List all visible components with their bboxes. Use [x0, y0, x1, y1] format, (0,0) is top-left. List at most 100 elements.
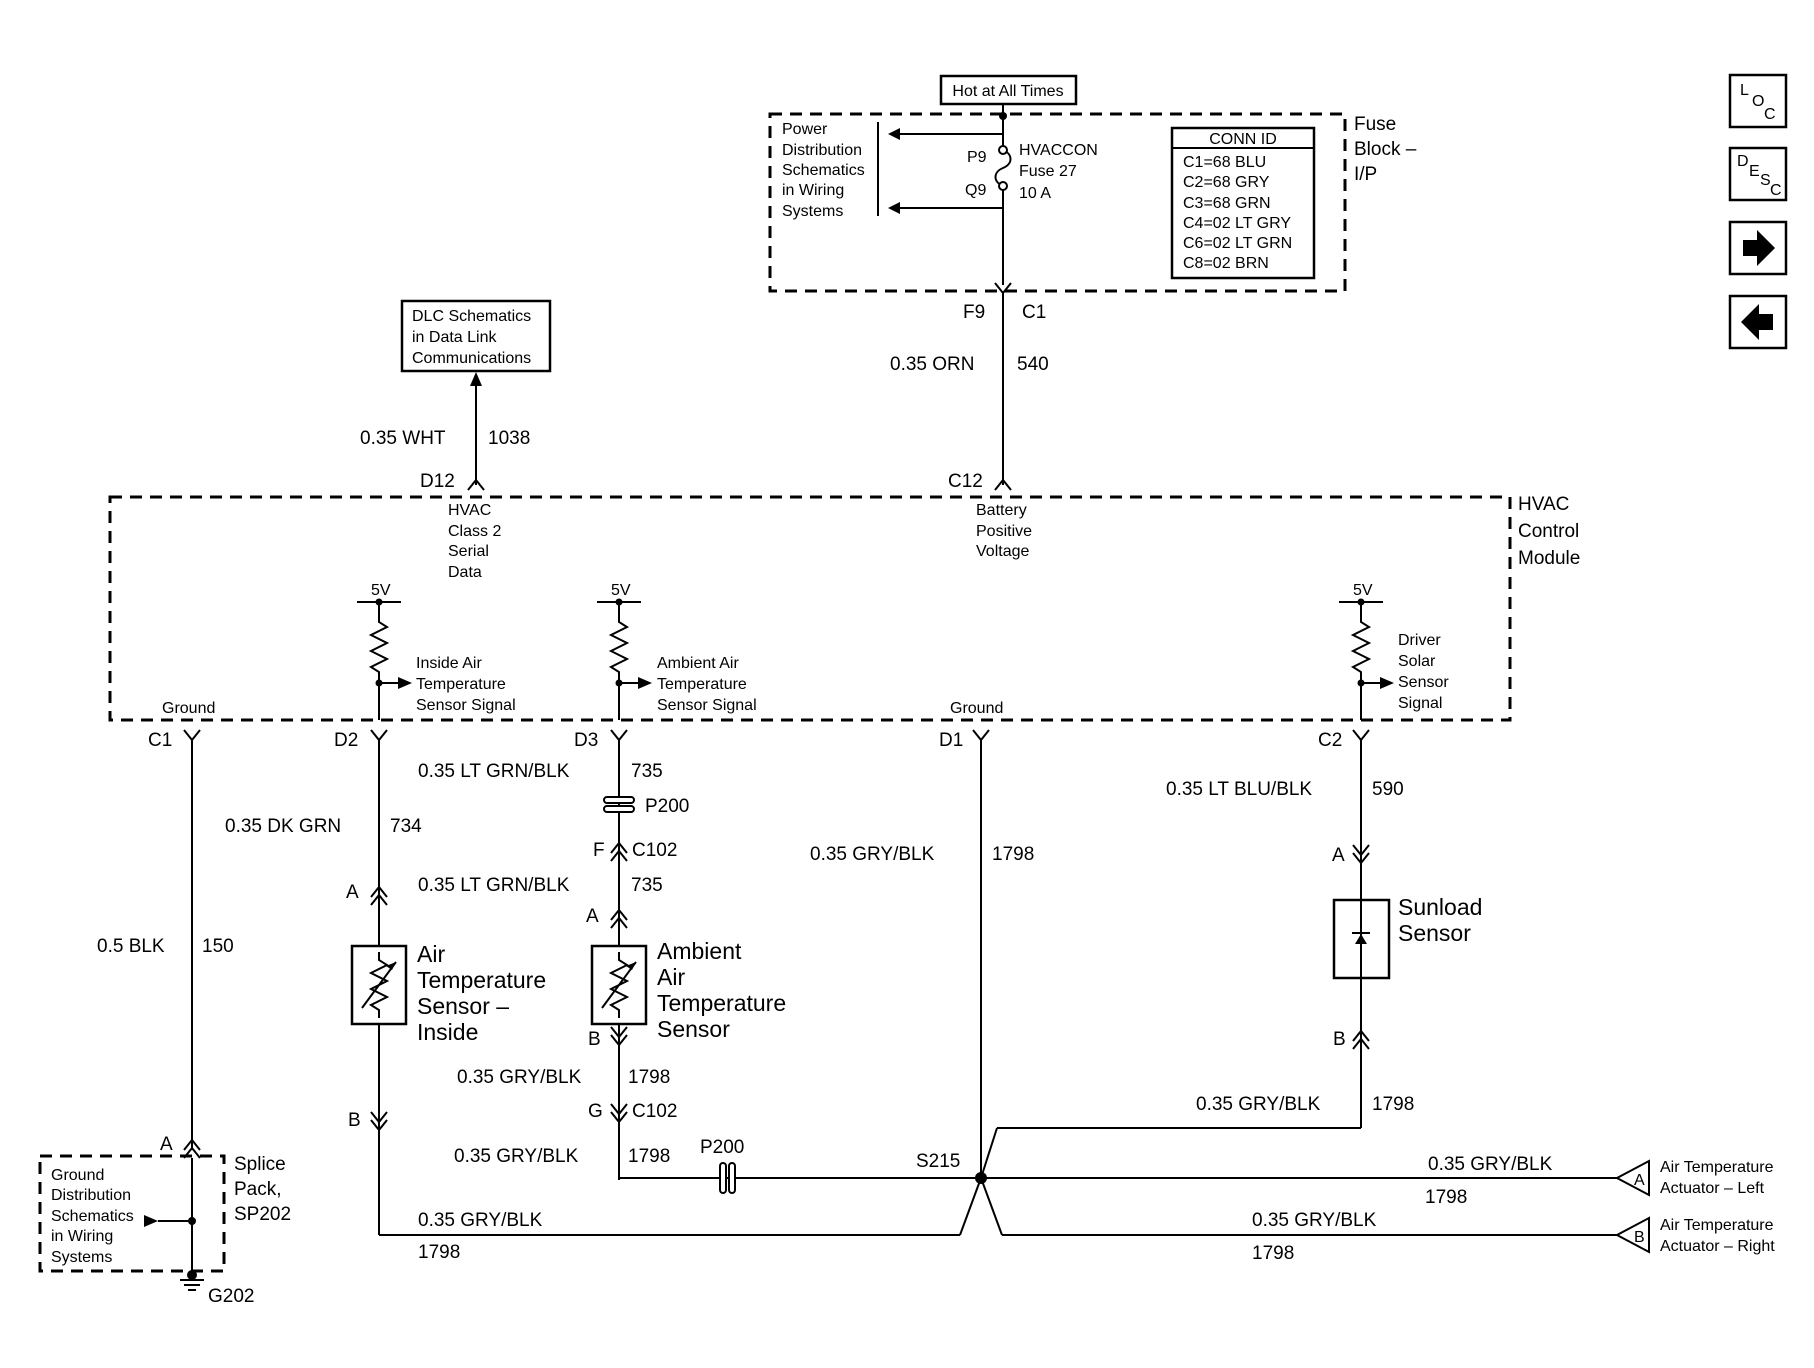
inside-signal-label: Inside Air: [416, 655, 482, 672]
c102-label-bottom: C102: [632, 1101, 677, 1122]
wht-wire-circuit: 1038: [488, 428, 530, 449]
actuator-left-label: Air Temperature: [1660, 1159, 1774, 1176]
pin-d2-module: D2: [334, 730, 358, 751]
pin-c1-module: C1: [148, 730, 172, 751]
svg-text:Distribution: Distribution: [782, 142, 862, 159]
inside-signal-label: Temperature: [416, 676, 506, 693]
actuator-right-connector: B: [1614, 1216, 1650, 1254]
conn-id-table: [1170, 126, 1316, 280]
splice-pack-title: SP202: [234, 1204, 291, 1225]
actuator-left-label: Actuator – Left: [1660, 1180, 1765, 1197]
svg-text:5V: 5V: [371, 582, 391, 599]
ambient-signal-label: Temperature: [657, 676, 747, 693]
loc-letter-o: O: [1752, 93, 1764, 110]
fuse-block-outline: [768, 112, 1347, 293]
dlc-reference-box[interactable]: [400, 299, 552, 373]
inside-sensor-label: Temperature: [417, 967, 546, 993]
inside-sensor-label: Sensor –: [417, 993, 509, 1019]
class2-label: Serial: [448, 543, 489, 560]
splice-pack-title: Pack,: [234, 1179, 282, 1200]
ltgrn-wire-size-bottom: 0.35 LT GRN/BLK: [418, 875, 570, 896]
battery-voltage-label: Battery: [976, 502, 1027, 519]
hot-at-all-times-box: [939, 74, 1078, 106]
dlc-ref-line: in Data Link: [412, 329, 497, 346]
arrow-left-icon: [1741, 304, 1773, 340]
hot-at-all-times-label: Hot at All Times: [952, 83, 1063, 100]
desc-letter-d: D: [1737, 153, 1749, 170]
ltblu-wire-circuit: 590: [1372, 779, 1404, 800]
splice-pack-title: Splice: [234, 1154, 286, 1175]
orn-wire-size: 0.35 ORN: [890, 354, 974, 375]
pin-p9-label: P9: [967, 149, 987, 166]
pullup-inside: 5V: [357, 582, 412, 720]
dlc-ref-line: Communications: [412, 350, 531, 367]
orn-wire-circuit: 540: [1017, 354, 1049, 375]
solar-signal-label: Driver: [1398, 632, 1441, 649]
loc-button[interactable]: L O C: [1728, 73, 1788, 129]
solar-signal-label: Sensor: [1398, 674, 1449, 691]
wht-wire-size: 0.35 WHT: [360, 428, 446, 449]
svg-text:5V: 5V: [1353, 582, 1373, 599]
solar-signal-label: Solar: [1398, 653, 1436, 670]
pin-f9-label: F9: [963, 302, 985, 323]
ambient-b-wire-size: 0.35 GRY/BLK: [457, 1067, 582, 1088]
svg-text:Schematics: Schematics: [782, 162, 865, 179]
svg-text:Schematics: Schematics: [51, 1208, 134, 1225]
svg-text:5V: 5V: [611, 582, 631, 599]
svg-text:Systems: Systems: [782, 203, 843, 220]
ground-distribution-reference[interactable]: Ground Distribution Schematics in Wiring…: [51, 1167, 134, 1266]
pin-d3-module: D3: [574, 730, 598, 751]
sunload-b-wire-size: 0.35 GRY/BLK: [1196, 1094, 1321, 1115]
pin-q9-label: Q9: [965, 182, 986, 199]
sunload-sensor-label: Sunload: [1398, 894, 1482, 920]
class2-label: Data: [448, 564, 482, 581]
svg-text:Power: Power: [782, 121, 828, 138]
conn-id-row: C8=02 BRN: [1183, 255, 1269, 272]
actuator-right-label: Air Temperature: [1660, 1217, 1774, 1234]
svg-text:Distribution: Distribution: [51, 1187, 131, 1204]
d1-wire-size: 0.35 GRY/BLK: [810, 844, 935, 865]
previous-page-button[interactable]: [1728, 294, 1788, 350]
act-right-wire-size: 0.35 GRY/BLK: [1252, 1210, 1377, 1231]
power-distribution-reference[interactable]: Power Distribution Schematics in Wiring …: [782, 121, 865, 220]
sunload-sensor-label: Sensor: [1398, 920, 1471, 946]
p200-label-horizontal: P200: [700, 1137, 744, 1158]
svg-text:Systems: Systems: [51, 1249, 112, 1266]
hvac-control-module-outline: [108, 495, 1512, 722]
sunload-pin-b: B: [1333, 1029, 1346, 1050]
actuator-right-label: Actuator – Right: [1660, 1238, 1775, 1255]
blk-wire-size: 0.5 BLK: [97, 936, 165, 957]
class2-label: HVAC: [448, 502, 491, 519]
c102-label-top: C102: [632, 840, 677, 861]
desc-letter-e: E: [1749, 163, 1760, 180]
splice-pack-outline: [38, 1154, 226, 1273]
ambient-sensor-label: Air: [657, 964, 685, 990]
inside-b-wire-circuit: 1798: [418, 1242, 460, 1263]
next-page-button[interactable]: [1728, 220, 1788, 276]
dkgrn-wire-size: 0.35 DK GRN: [225, 816, 341, 837]
c102-pin-f: F: [593, 840, 605, 861]
ambient-sensor-label: Sensor: [657, 1016, 730, 1042]
fuse-label-3: 10 A: [1019, 185, 1051, 202]
class2-label: Class 2: [448, 523, 501, 540]
pin-a-splice: A: [160, 1134, 173, 1155]
p200-connector-horizontal: [719, 1162, 736, 1194]
arrow-right-icon: [1743, 230, 1775, 266]
pin-c12-label: C12: [948, 471, 983, 492]
actuator-left-connector: A: [1614, 1159, 1650, 1197]
ltgrn-wire-size-top: 0.35 LT GRN/BLK: [418, 761, 570, 782]
ground-left-label: Ground: [162, 700, 215, 717]
svg-text:A: A: [1634, 1172, 1645, 1189]
conn-id-row: C3=68 GRN: [1183, 195, 1271, 212]
battery-voltage-label: Positive: [976, 523, 1032, 540]
desc-button[interactable]: D E S C: [1728, 146, 1788, 202]
hvac-module-title-1: HVAC: [1518, 494, 1569, 515]
ambient-sensor-pin-a: A: [586, 906, 599, 927]
ambient-sensor-label: Temperature: [657, 990, 786, 1016]
conn-id-row: C2=68 GRY: [1183, 174, 1270, 191]
p200-connector-vertical: [603, 796, 635, 813]
pullup-ambient: 5V: [597, 582, 652, 720]
fuse-block-title-2: Block –: [1354, 139, 1417, 160]
ambient-signal-label: Sensor Signal: [657, 697, 757, 714]
